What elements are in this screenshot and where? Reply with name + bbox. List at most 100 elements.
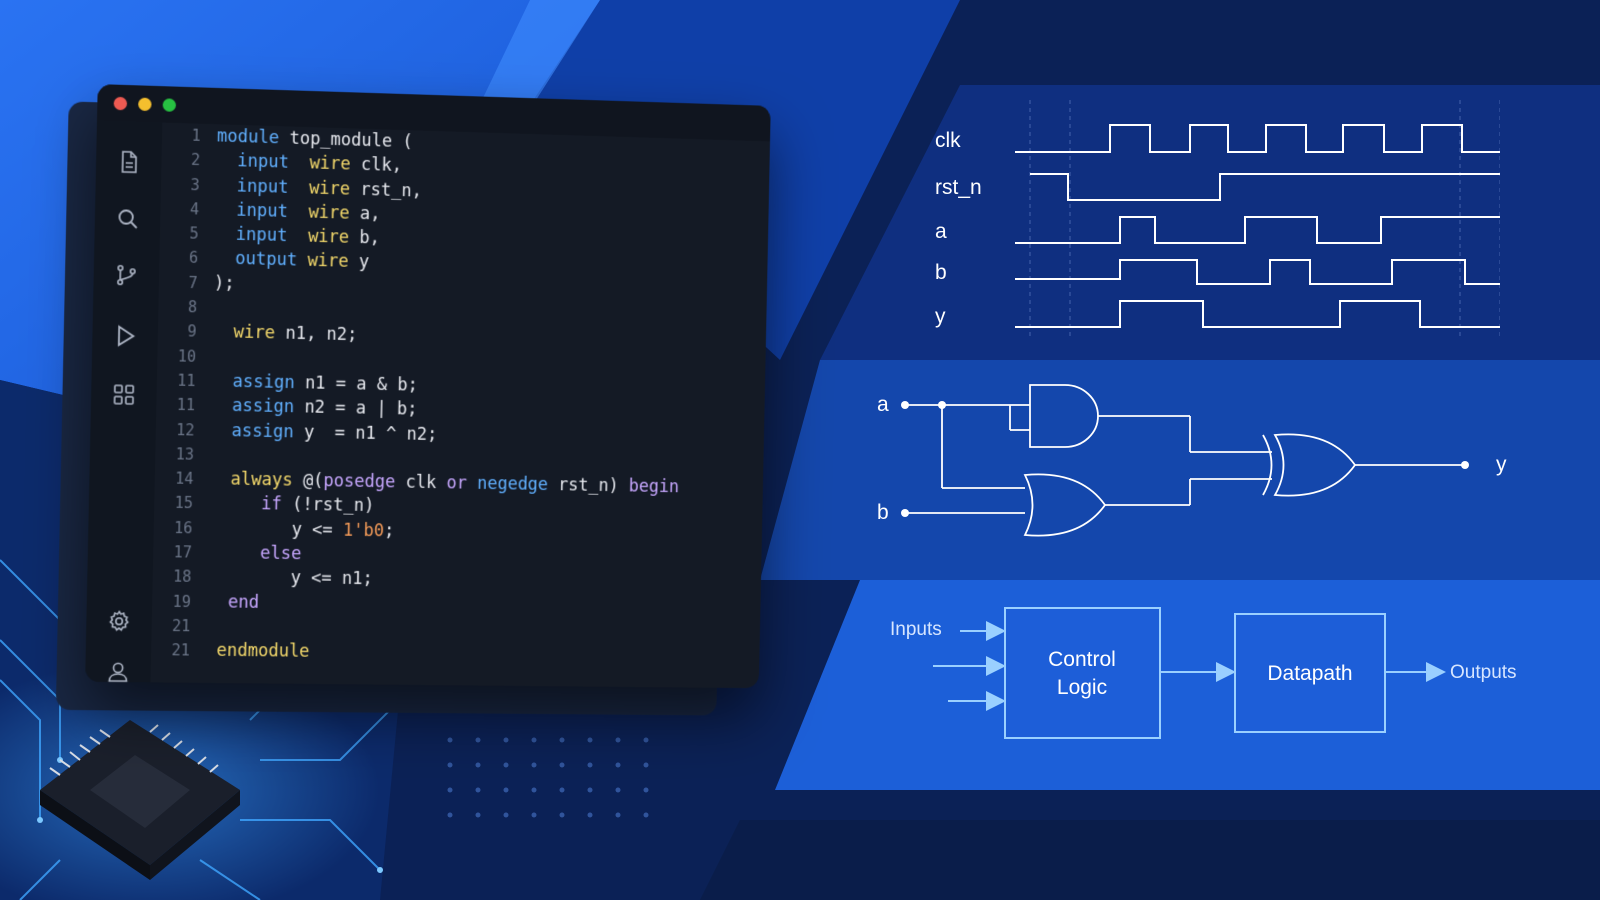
code-token: if (208, 493, 282, 516)
waveform-b (1015, 259, 1500, 285)
line-number: 17 (173, 543, 193, 562)
waveform-rst-n (1030, 173, 1500, 201)
code-token: module (216, 126, 280, 149)
code-token: negedge (476, 473, 549, 496)
code-token: a, (349, 203, 381, 225)
code-token: end (206, 591, 260, 613)
maximize-window-button[interactable] (162, 98, 177, 112)
line-number: 11 (176, 371, 196, 391)
waveform-clk (1015, 124, 1500, 153)
signal-label-b: b (935, 261, 947, 284)
gate-output-label-y: y (1496, 453, 1507, 476)
control-logic-label-line1: Control (1048, 648, 1116, 671)
line-number: 10 (177, 346, 197, 366)
line-number: 12 (175, 420, 195, 440)
code-token: wire (288, 152, 351, 175)
extensions-icon[interactable] (111, 382, 136, 407)
line-number: 18 (172, 567, 192, 587)
code-token: (!rst_n) (281, 494, 375, 517)
code-token: y <= (208, 518, 344, 541)
code-token: clk, (350, 154, 403, 177)
code-token: else (207, 542, 302, 565)
signal-label-y: y (935, 305, 946, 328)
inputs-label: Inputs (890, 619, 942, 640)
line-number: 21 (171, 641, 191, 660)
code-token: posedge (323, 471, 396, 493)
gate-input-label-b: b (877, 501, 889, 524)
search-icon[interactable] (115, 206, 140, 231)
source-control-icon[interactable] (114, 263, 139, 288)
code-token: b, (348, 227, 381, 249)
code-token: input (215, 199, 289, 222)
code-token: n1, n2; (274, 323, 358, 346)
line-number: 4 (189, 200, 200, 219)
line-number: 8 (187, 298, 198, 317)
line-number: 11 (176, 396, 196, 415)
code-token: ); (213, 273, 235, 294)
code-line[interactable]: endmodule (206, 639, 750, 669)
datapath-block (1234, 613, 1386, 733)
code-token: wire (288, 177, 351, 200)
line-number: 13 (175, 445, 195, 464)
code-token: y <= n1; (207, 567, 374, 590)
code-token: rst_n) (547, 475, 629, 497)
code-token: output (214, 248, 298, 272)
code-token: begin (628, 476, 680, 498)
line-number: 3 (190, 175, 200, 194)
account-icon[interactable] (106, 660, 131, 685)
minimize-window-button[interactable] (138, 97, 152, 112)
code-token: ; (383, 521, 395, 542)
code-token (467, 474, 478, 494)
signal-label-a: a (935, 220, 947, 243)
line-number: 2 (190, 151, 201, 170)
code-token: wire (212, 322, 276, 344)
line-number: 15 (174, 494, 194, 513)
code-token: top_module ( (278, 128, 413, 153)
code-token: y (348, 252, 370, 273)
code-token: wire (296, 250, 349, 273)
line-number: 16 (173, 518, 193, 538)
microchip-icon (40, 720, 240, 880)
code-token: clk (395, 472, 447, 494)
line-number: 5 (189, 224, 199, 243)
activity-bar (85, 120, 163, 685)
line-number: 19 (172, 592, 192, 611)
code-token: endmodule (205, 640, 310, 663)
xor-gate-icon (1273, 433, 1357, 497)
code-token: assign (210, 420, 294, 442)
code-token: n2 = a | b; (293, 397, 418, 420)
close-window-button[interactable] (113, 96, 128, 111)
signal-label-rst-n: rst_n (935, 176, 982, 199)
code-token: input (216, 150, 290, 174)
control-logic-label-line2: Logic (1057, 676, 1107, 699)
datapath-label: Datapath (1267, 662, 1352, 685)
line-number: 14 (174, 469, 194, 489)
or-gate-icon (1023, 473, 1107, 537)
code-token: n1 = a & b; (294, 372, 419, 396)
waveform-y (1015, 300, 1500, 328)
and-gate-icon (1029, 384, 1099, 448)
settings-icon[interactable] (107, 609, 132, 634)
signal-label-clk: clk (935, 129, 961, 152)
line-number: 1 (191, 126, 201, 145)
timing-diagram: clk rst_n a b y (935, 100, 1500, 340)
line-number: 6 (188, 249, 199, 268)
code-area[interactable]: module top_module ( input wire clk, inpu… (205, 124, 760, 688)
code-token: assign (211, 395, 295, 418)
line-number: 21 (171, 616, 191, 636)
file-icon[interactable] (116, 149, 141, 174)
code-token: always (209, 469, 293, 491)
code-token: 1'b0 (342, 520, 385, 542)
outputs-label: Outputs (1450, 662, 1517, 683)
logic-gate-schematic: a b y (877, 384, 1507, 537)
run-icon[interactable] (113, 324, 138, 349)
code-token: assign (211, 371, 295, 394)
code-token: @( (292, 470, 324, 492)
control-logic-block (1004, 607, 1161, 739)
code-token: y = n1 ^ n2; (293, 421, 438, 445)
block-diagram: Inputs Control Logic Datapath Outputs (890, 607, 1517, 739)
code-token: input (215, 175, 289, 198)
line-number: 7 (188, 273, 198, 292)
